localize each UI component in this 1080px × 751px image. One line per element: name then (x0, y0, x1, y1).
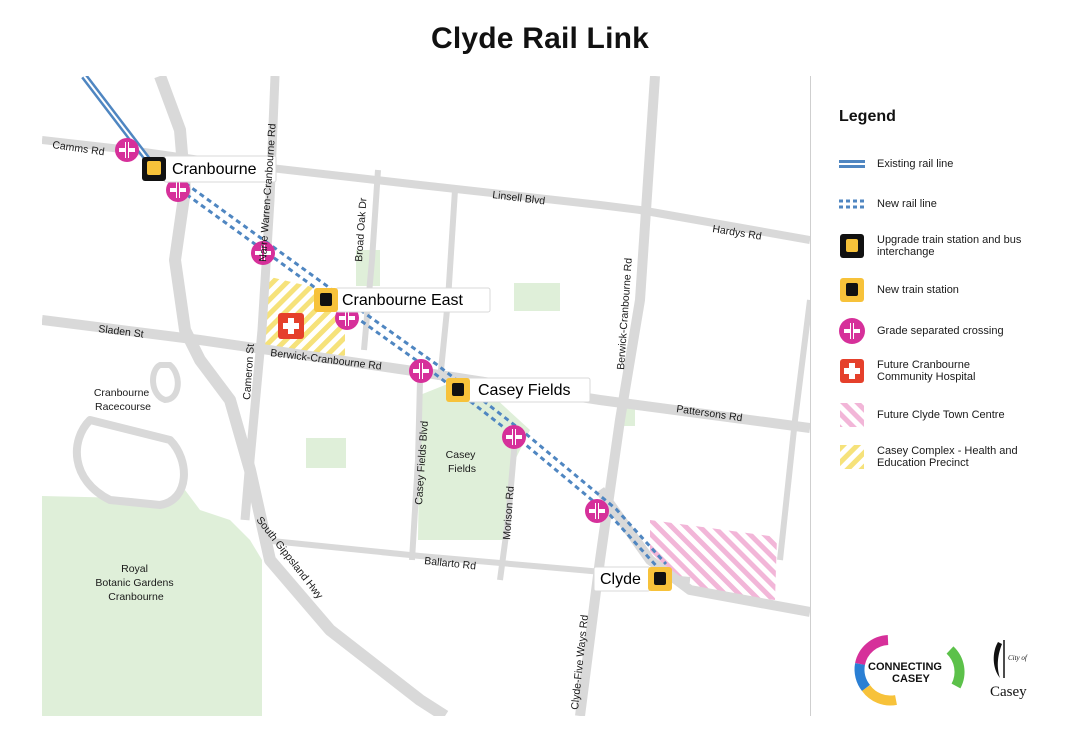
legend-item-town-centre: Future Clyde Town Centre (839, 402, 1079, 428)
grade-crossing-marker[interactable] (409, 359, 433, 383)
city-of-casey-logo: City of Casey (990, 640, 1028, 700)
broad-oak-drive (361, 169, 381, 351)
racecourse-inner (150, 362, 181, 403)
road-label: Broad Oak Dr (353, 197, 369, 262)
station-cranbourne-east[interactable]: Cranbourne East (314, 287, 491, 313)
road-label: Casey Fields Blvd (413, 420, 431, 505)
road-label: Camms Rd (52, 139, 106, 158)
road-label: Sladen St (98, 323, 145, 340)
svg-text:City of: City of (1008, 654, 1028, 662)
station-cranbourne[interactable]: Cranbourne (142, 155, 277, 183)
area-label-casey-fields: Casey Fields (446, 449, 479, 475)
new-rail-icon (839, 191, 865, 217)
legend-panel: Legend Existing rail line New rail line … (810, 76, 1080, 716)
morison-road (497, 439, 518, 581)
casey-fields-blvd-road (409, 379, 423, 561)
road-label: Cameron St (241, 343, 257, 400)
legend-item-new-station: New train station (839, 277, 1079, 303)
casey-fields-park (418, 375, 530, 540)
svg-text:CONNECTING: CONNECTING (868, 661, 942, 673)
road-label: Narre Warren-Cranbourne Rd (257, 123, 279, 262)
station-label: Clyde (600, 571, 641, 588)
racecourse-track (73, 416, 188, 509)
town-centre-icon (839, 402, 865, 428)
grade-crossing-marker[interactable] (585, 499, 609, 523)
legend-item-existing-rail: Existing rail line (839, 151, 1079, 177)
legend-item-health-precinct: Casey Complex - Health and Education Pre… (839, 444, 1079, 470)
park-patch (514, 283, 560, 311)
road-label: Ballarto Rd (424, 555, 477, 572)
map-title: Clyde Rail Link (430, 22, 650, 55)
legend-title: Legend (839, 108, 896, 125)
berwick-cranbourne-rd-north (575, 76, 660, 716)
svg-text:CASEY: CASEY (892, 673, 931, 685)
linsell-boulevard (199, 156, 810, 244)
grade-crossing-marker[interactable] (502, 425, 526, 449)
hospital-icon (839, 358, 865, 384)
logos: CONNECTING CASEY City of Casey (840, 630, 1070, 710)
road-label: Morison Rd (501, 486, 517, 541)
road-north-south (437, 189, 458, 381)
crossing-icon (839, 318, 865, 344)
grade-crossing-marker[interactable] (115, 138, 139, 162)
connecting-casey-logo: CONNECTING CASEY City of Casey (854, 635, 1028, 706)
station-label: Casey Fields (478, 382, 570, 399)
new-rail-line (149, 160, 668, 572)
road-label: Linsell Blvd (492, 189, 546, 207)
hospital-marker[interactable] (278, 313, 304, 339)
grade-crossing-marker[interactable] (251, 241, 275, 265)
road-label: Hardys Rd (712, 223, 763, 243)
svg-text:Casey: Casey (990, 684, 1027, 700)
station-label: Cranbourne East (342, 292, 464, 309)
existing-rail-icon (839, 151, 865, 177)
new-station-icon (839, 277, 865, 303)
legend-item-crossing: Grade separated crossing (839, 318, 1079, 344)
station-casey-fields[interactable]: Casey Fields (446, 377, 591, 403)
road-label: Pattersons Rd (676, 403, 744, 424)
grade-crossing-marker[interactable] (166, 178, 190, 202)
legend-item-upgrade-station: Upgrade train station and bus interchang… (839, 233, 1079, 259)
station-label: Cranbourne (172, 161, 257, 178)
area-label-racecourse: Cranbourne Racecourse (94, 387, 152, 413)
upgrade-station-icon (839, 233, 865, 259)
legend-item-new-rail: New rail line (839, 191, 1079, 217)
legend-item-hospital: Future Cranbourne Community Hospital (839, 358, 1079, 384)
east-road (777, 299, 810, 561)
botanic-gardens-area (42, 490, 262, 716)
park-patch (306, 438, 346, 468)
area-label-gardens: Royal Botanic Gardens Cranbourne (95, 563, 176, 603)
health-precinct-icon (839, 444, 865, 470)
station-clyde[interactable]: Clyde (593, 566, 672, 592)
map-canvas[interactable]: Cranbourne Cranbourne East Casey Fields … (0, 0, 810, 751)
